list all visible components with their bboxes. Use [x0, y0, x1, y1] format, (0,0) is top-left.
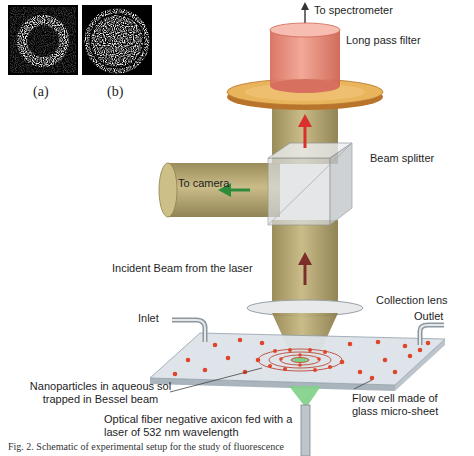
panel-label: (b) [107, 84, 131, 100]
part-label: Flow cell made of glass micro-sheet [352, 392, 462, 418]
beam-label: Incident Beam from the laser [112, 262, 292, 275]
output-label: To camera [178, 177, 258, 190]
output-label: To spectrometer [314, 4, 424, 17]
flow-cell [150, 333, 445, 391]
part-label: Optical fiber negative axicon fed with a… [104, 413, 299, 439]
port-label: Outlet [414, 310, 470, 323]
panel-label: (a) [33, 84, 57, 100]
port-label: Inlet [138, 312, 178, 325]
part-label: Beam splitter [370, 152, 470, 165]
figure-caption: Fig. 2. Schematic of experimental setup … [8, 441, 284, 453]
part-label: Long pass filter [346, 34, 456, 47]
part-label: Collection lens [376, 294, 472, 307]
part-label: Nanoparticles in aqueous sol trapped in … [28, 380, 173, 406]
beam-splitter-cube [268, 143, 352, 225]
inset-images [8, 5, 152, 75]
